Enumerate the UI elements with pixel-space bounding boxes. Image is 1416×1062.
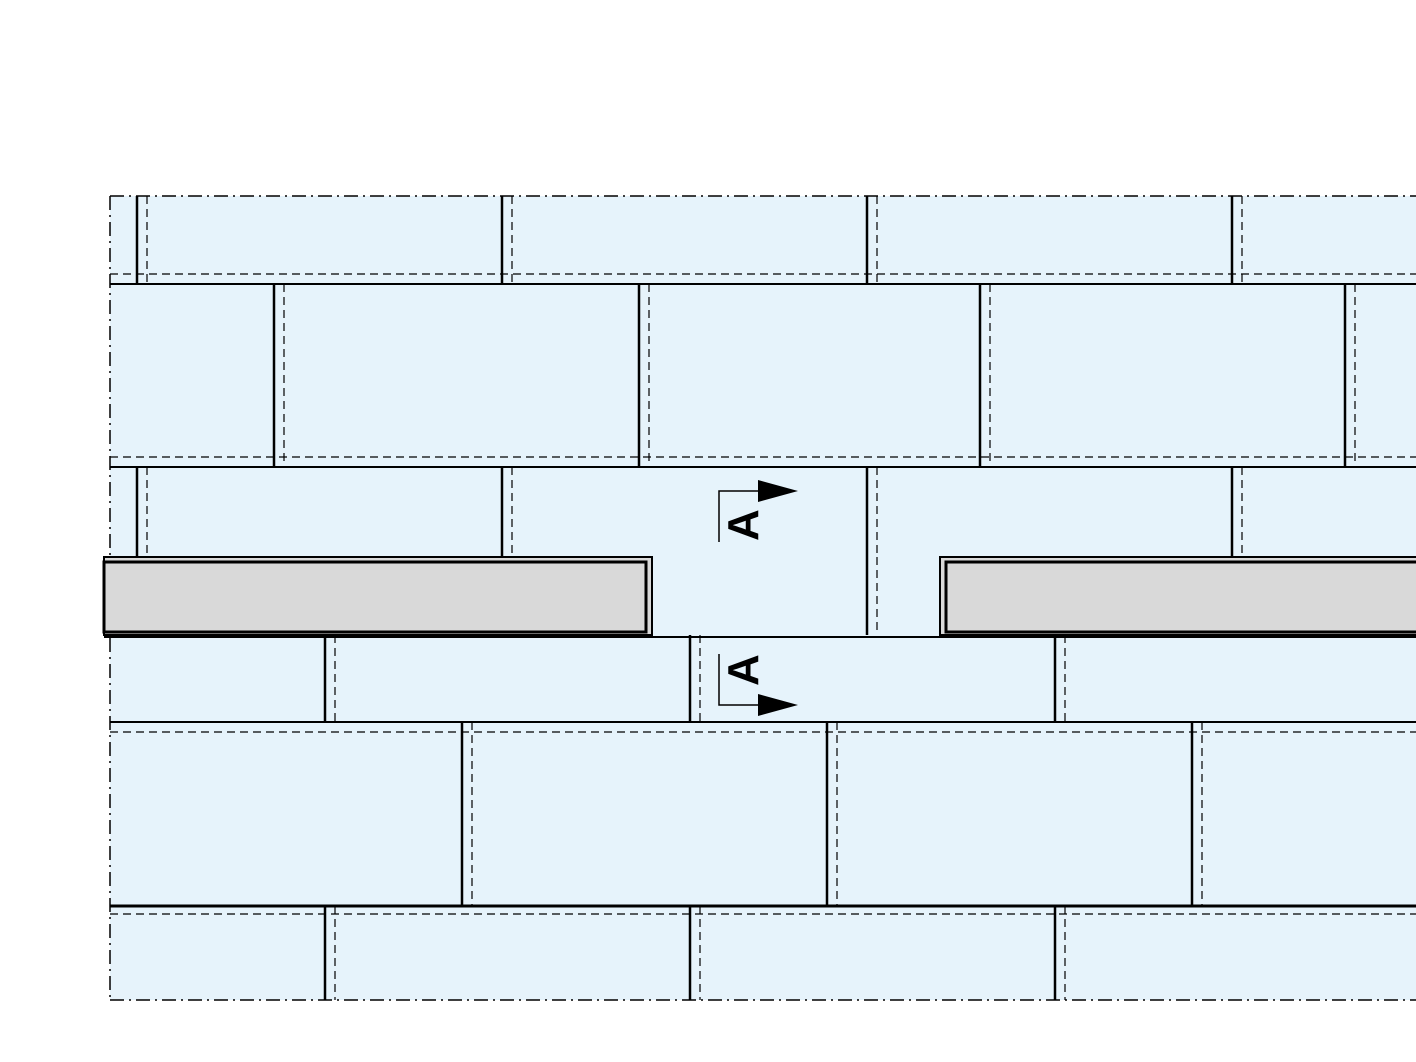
section-mark-lower: A [718, 654, 798, 716]
module-dashed-lines [110, 273, 1416, 915]
section-label-lower: A [719, 654, 768, 686]
course-joint-lines [110, 283, 1416, 908]
left-opening [102, 556, 653, 636]
section-label-upper: A [719, 509, 768, 541]
section-mark-upper: A [718, 480, 798, 542]
right-opening [939, 556, 1416, 636]
head-joints [104, 196, 1416, 1000]
